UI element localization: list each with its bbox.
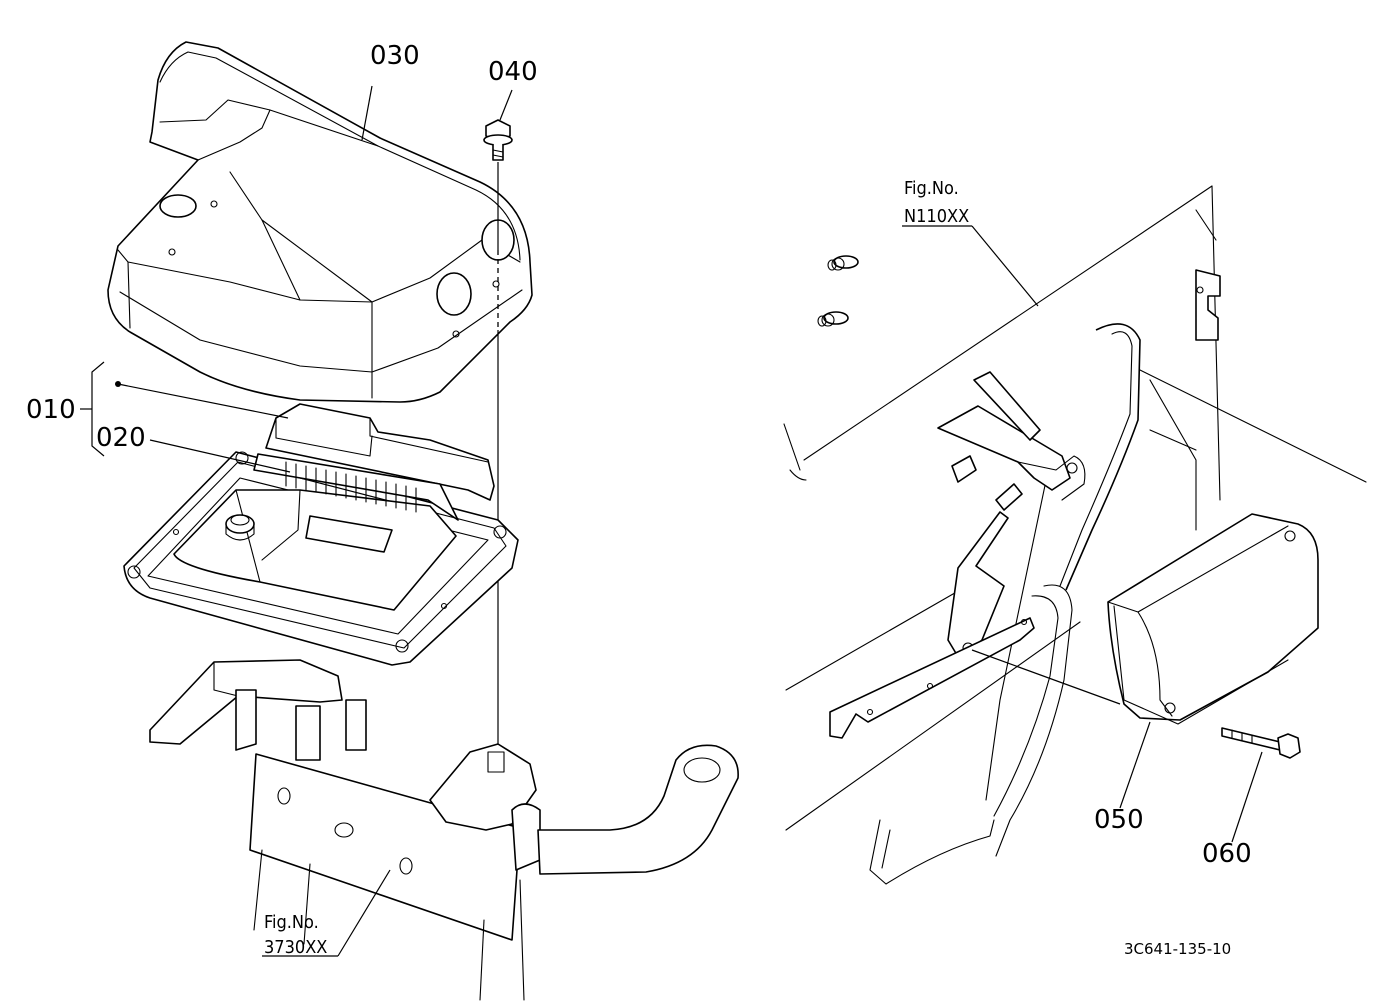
ref-left-line1: Fig.No. (264, 912, 319, 933)
controller-010 (123, 403, 519, 666)
callout-060: 060 (1202, 839, 1252, 869)
bolt-060 (1221, 727, 1301, 759)
drawing-code: 3C641-135-10 (1124, 940, 1231, 958)
panel-structure (783, 185, 1367, 885)
leaders-left (80, 85, 513, 957)
callout-020: 020 (96, 423, 146, 453)
connector-pins (285, 461, 417, 513)
leaders-right (902, 225, 1263, 843)
ref-right-line2: N110XX (904, 206, 969, 227)
callout-040: 040 (488, 57, 538, 87)
ref-right-line1: Fig.No. (904, 178, 959, 199)
mounting-bracket (149, 659, 739, 1001)
callout-030: 030 (370, 41, 420, 71)
callout-050: 050 (1094, 805, 1144, 835)
studs (817, 255, 859, 327)
callout-010: 010 (26, 395, 76, 425)
ref-left-line2: 3730XX (264, 937, 327, 958)
controller-050 (1107, 513, 1319, 725)
cover-030 (107, 41, 533, 403)
